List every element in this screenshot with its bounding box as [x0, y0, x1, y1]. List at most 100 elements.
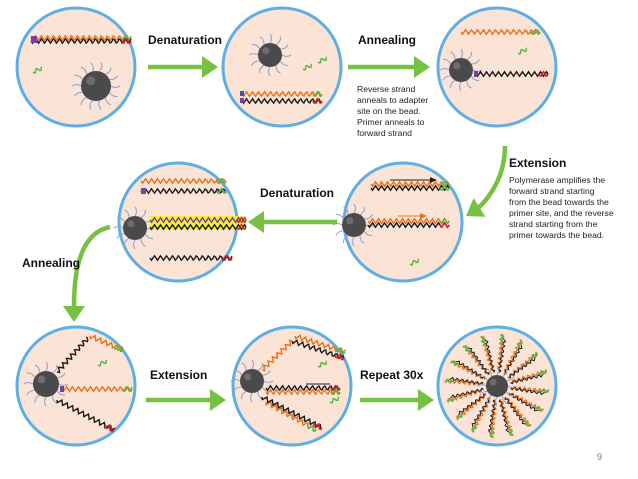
strand-wave	[241, 90, 323, 98]
adapter-oligo	[275, 65, 281, 74]
adapter-oligo	[496, 365, 500, 376]
strand-wave	[450, 387, 484, 399]
adapter-oligo	[262, 370, 271, 376]
adapter-oligo	[74, 74, 83, 80]
step-label-extension-1: Extension	[509, 156, 567, 170]
adapter-oligo	[26, 389, 35, 396]
adapter-oligo	[34, 394, 40, 404]
strand-tip	[530, 28, 541, 36]
bead-1	[71, 62, 121, 110]
strand-tip	[480, 336, 487, 346]
adapter-oligo	[116, 233, 125, 239]
adapter-oligo	[353, 203, 357, 214]
amplified-strand	[450, 359, 486, 380]
amplified-strand-complement	[484, 339, 496, 373]
loose-strand-orange	[89, 334, 124, 353]
adapter-oligo	[267, 66, 271, 77]
arrow-head	[414, 56, 430, 78]
bead-body	[258, 43, 282, 67]
bead-highlight	[86, 76, 96, 86]
amplified-strand	[499, 399, 514, 437]
bead-highlight	[127, 220, 135, 228]
strand-wave	[30, 34, 132, 42]
adapter-oligo	[342, 234, 349, 244]
adapter-oligo	[343, 206, 349, 215]
polymerase-direction-head	[430, 177, 437, 183]
strand-wave	[467, 347, 490, 375]
adapter-oligo	[57, 372, 66, 379]
adapter-oligo	[241, 362, 247, 371]
adapter-oligo	[466, 51, 473, 61]
adapter-oligo	[486, 368, 493, 377]
bead-ext-6	[261, 395, 323, 431]
strand-tip	[216, 187, 227, 195]
bead-highlight	[37, 375, 46, 384]
strand-end-blue	[240, 91, 244, 96]
adapter-oligo	[476, 383, 487, 387]
polymerase-direction-head	[420, 213, 427, 219]
adapter-oligo	[110, 85, 121, 89]
amplified-strand	[480, 335, 495, 373]
extension-note-line: forward strand starting	[509, 186, 595, 196]
adapter-oligo	[58, 383, 69, 387]
adapter-oligo	[275, 36, 282, 46]
bead-8	[476, 365, 518, 407]
bead-body	[240, 369, 264, 393]
strand-tip	[330, 388, 341, 396]
adapter-oligo	[501, 395, 508, 404]
adapter-oligo	[486, 395, 492, 404]
amplified-strand	[470, 397, 491, 433]
adapter-oligo	[507, 385, 518, 389]
strand-wave	[265, 401, 317, 433]
adapter-oligo	[506, 391, 515, 397]
bead-strand-up	[56, 336, 89, 374]
strand-tip	[539, 388, 550, 394]
strand-tip	[312, 90, 323, 98]
strand-wave	[149, 254, 233, 262]
amplified-strand-complement	[510, 373, 544, 385]
step-label-annealing-2: Annealing	[22, 256, 81, 270]
adapter-oligo	[359, 206, 366, 216]
adapter-oligo	[56, 390, 66, 396]
circle-annealed-2	[15, 325, 137, 447]
adapter-oligo	[502, 368, 508, 377]
extension-note-line: Polymerase amplifies the	[509, 175, 606, 185]
circle-template	[15, 6, 137, 128]
strand-tip	[105, 425, 115, 433]
arrow-extension-1	[466, 145, 508, 217]
strand-wave	[484, 339, 496, 373]
extension-note-line: strand starting from the	[509, 219, 598, 229]
arrow-annealing-2	[63, 224, 111, 322]
strand-tip	[530, 351, 537, 361]
bead-body	[33, 371, 59, 397]
strand-wave	[265, 384, 341, 392]
adapter-oligo	[466, 80, 472, 89]
amplified-strand-complement	[449, 376, 484, 385]
bead-body	[342, 213, 366, 237]
annealing-note-line: Reverse strand	[357, 84, 416, 94]
strand-wave	[510, 387, 545, 396]
adapter-oligo	[263, 380, 274, 384]
strand-wave	[508, 356, 536, 379]
adapter-oligo	[233, 369, 243, 376]
extension-template-2	[367, 217, 450, 225]
adapter-oligo	[230, 378, 241, 382]
strand-wave	[504, 397, 527, 425]
strand-tip	[121, 34, 132, 42]
adapter-oligo	[439, 67, 450, 71]
adapter-oligo	[140, 209, 147, 219]
strand-wave	[241, 97, 323, 105]
bead-3	[439, 48, 483, 92]
adapter-oligo	[281, 54, 292, 58]
strand-wave	[458, 393, 486, 416]
step-label-extension-2: Extension	[150, 368, 208, 382]
strand-tip	[439, 184, 450, 192]
free-primer	[409, 258, 420, 266]
extension-new-2	[367, 221, 450, 229]
bead-6	[23, 361, 69, 407]
adapter-oligo	[257, 362, 264, 372]
strand-wave	[508, 393, 539, 412]
amplified-strand-complement	[508, 356, 536, 379]
adapter-oligo	[98, 100, 102, 110]
strand-tip	[462, 346, 472, 353]
